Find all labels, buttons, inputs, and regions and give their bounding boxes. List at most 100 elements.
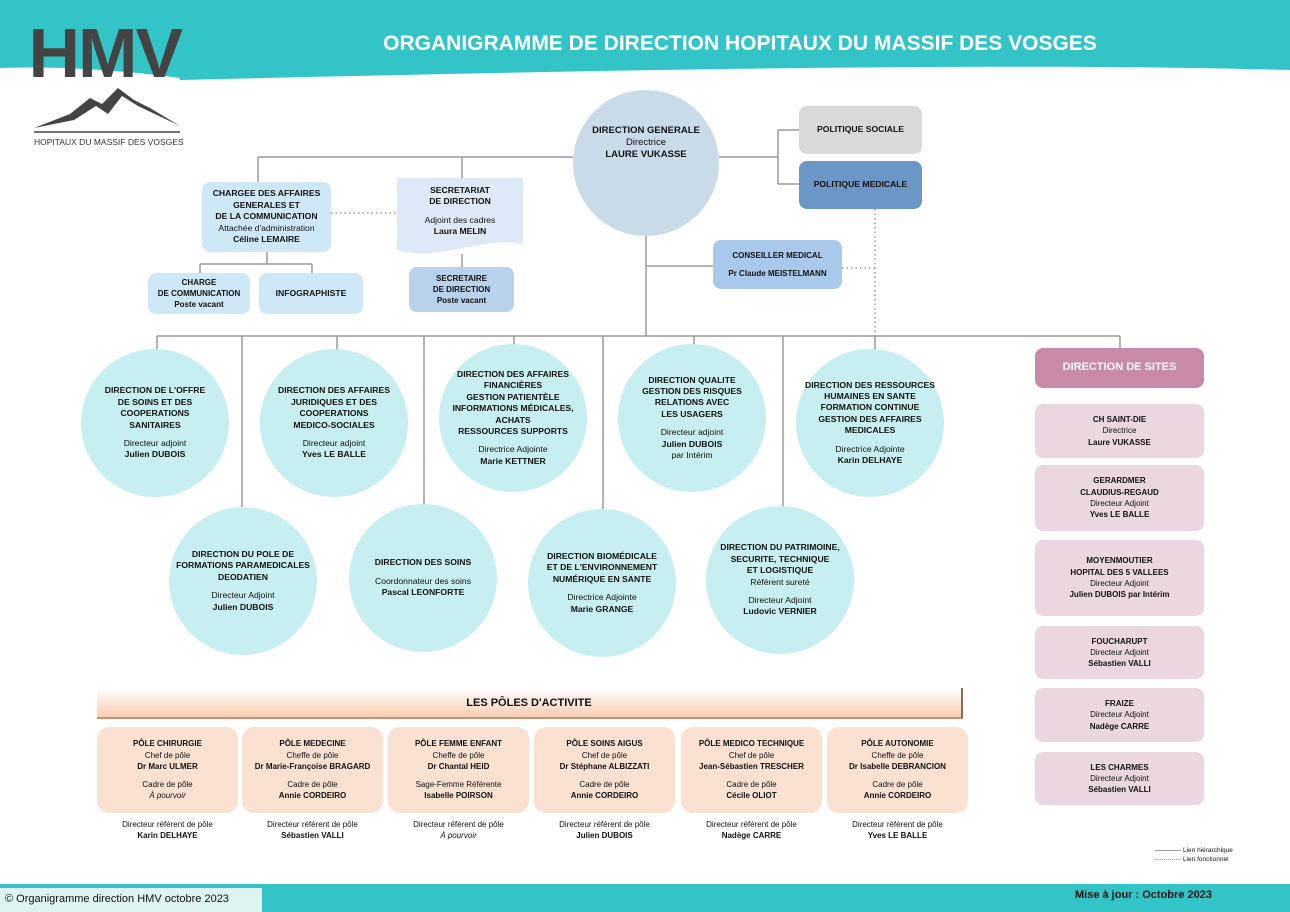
- node-text: Directeur Adjoint: [1090, 710, 1149, 720]
- node-text: CHARGE: [181, 278, 217, 287]
- politique-sociale: POLITIQUE SOCIALE: [799, 106, 922, 154]
- node-text: MEDICO-SOCIALES: [293, 419, 375, 430]
- node-text: DIRECTION DES RESSOURCES: [805, 379, 935, 390]
- node-text: GESTION DES RISQUES: [642, 385, 742, 396]
- node-text: SECURITE, TECHNIQUE: [730, 553, 830, 564]
- node-text: Julien DUBOIS: [124, 449, 186, 460]
- node-text: Cheffe de pôle: [432, 750, 485, 760]
- node-text: Directeur adjoint: [302, 437, 366, 448]
- node-text: Nadège CARRE: [1089, 721, 1150, 731]
- node-text: Julien DUBOIS: [661, 438, 723, 449]
- poles-banner: LES PÔLES D'ACTIVITE: [97, 688, 963, 719]
- node-text: Laure VUKASSE: [1088, 437, 1151, 447]
- node-text: Isabelle POIRSON: [424, 791, 493, 801]
- node-text: Julien DUBOIS: [576, 831, 633, 840]
- node-text: LES CHARMES: [1090, 762, 1149, 772]
- node-text: DIRECTION DES AFFAIRES: [278, 385, 390, 396]
- node-text: Yves LE BALLE: [867, 831, 928, 840]
- node-text: Directrice Adjointe: [835, 443, 905, 454]
- node-text: Cadre de pôle: [872, 780, 923, 790]
- node-text: FORMATIONS PARAMEDICALES: [176, 560, 310, 571]
- node-text: Cadre de pôle: [287, 780, 338, 790]
- node-text: Chef de pôle: [581, 750, 628, 760]
- node-text: COOPERATIONS: [299, 408, 369, 419]
- node-text: GESTION DES AFFAIRES: [818, 413, 922, 424]
- node-text: DE DIRECTION: [429, 196, 491, 207]
- node-text: Directeur adjoint: [123, 437, 187, 448]
- node-text: Sébastien VALLI: [1088, 659, 1151, 669]
- node-text: PÔLE MEDICO TECHNIQUE: [698, 739, 805, 749]
- node-text: FOUCHARUPT: [1091, 636, 1148, 646]
- node-text: Cécile OLIOT: [726, 791, 777, 801]
- node-text: JURIDIQUES ET DES: [291, 396, 377, 407]
- node-text: DIRECTION DU PATRIMOINE,: [720, 542, 840, 553]
- node-text: Directeur Adjoint: [1090, 647, 1149, 657]
- node-text: Annie CORDEIRO: [863, 791, 932, 801]
- secretariat-shape: [397, 178, 523, 254]
- node-text: DIRECTION DES AFFAIRES: [457, 368, 569, 379]
- node-text: Directrice Adjointe: [567, 592, 637, 603]
- node-text: SECRETAIRE: [436, 274, 487, 283]
- node-text: Directeur référent de pôle: [852, 819, 943, 829]
- node-text: Julien DUBOIS par Intérim: [1069, 590, 1170, 600]
- infographiste: INFOGRAPHISTE: [259, 273, 363, 314]
- node-text: GENERALES ET: [233, 199, 300, 210]
- node-text: COOPERATIONS: [120, 408, 190, 419]
- node-text: ACHATS: [495, 414, 531, 425]
- sites-header: DIRECTION DE SITES: [1035, 348, 1204, 388]
- node-text: DE DIRECTION: [432, 285, 491, 294]
- node-text: Référent sureté: [750, 576, 810, 587]
- node-text: par Intérim: [671, 450, 713, 461]
- node-text: Chef de pôle: [144, 750, 191, 760]
- node-text: GERARDMER: [1093, 476, 1146, 486]
- node-text: À pourvoir: [440, 831, 477, 840]
- node-text: FINANCIÈRES: [483, 380, 543, 391]
- node-text: PÔLE SOINS AIGUS: [566, 739, 643, 749]
- node-text: Dr Stéphane ALBIZZATI: [559, 761, 650, 771]
- node-text: Attachée d'administration: [218, 222, 315, 233]
- node-text: PÔLE FEMME ENFANT: [414, 739, 503, 749]
- node-text: DE LA COMMUNICATION: [215, 211, 318, 222]
- node-text: SANITAIRES: [129, 419, 181, 430]
- node-text: DE SOINS ET DES: [117, 396, 193, 407]
- node-text: Directeur référent de pôle: [122, 819, 213, 829]
- node-text: Nadège CARRE: [721, 831, 782, 840]
- node-text: HUMAINES EN SANTE: [824, 390, 916, 401]
- logo: HMV: [28, 14, 184, 92]
- node-text: Adjoint des cadres: [424, 214, 496, 225]
- node-text: Ludovic VERNIER: [743, 606, 817, 617]
- node-text: MOYENMOUTIER: [1086, 556, 1153, 566]
- node-text: Karin DELHAYE: [137, 831, 198, 840]
- node-text: Directeur référent de pôle: [706, 819, 797, 829]
- legend-hierarchical: Lien hiérarchique: [1183, 847, 1233, 854]
- node-text: DIRECTION DES SOINS: [374, 557, 472, 568]
- node-text: HOPITAL DES 5 VALLEES: [1070, 567, 1169, 577]
- node-text: Cadre de pôle: [579, 780, 630, 790]
- node-text: Dr Isabelle DEBRANCION: [849, 761, 946, 771]
- node-text: Marie GRANGE: [570, 603, 634, 614]
- mountain-logo-icon: [34, 88, 180, 133]
- node-text: Directrice: [625, 137, 667, 148]
- node-text: POLITIQUE MEDICALE: [813, 179, 908, 190]
- node-text: Directeur Adjoint: [1090, 579, 1149, 588]
- node-text: Pr Claude MEISTELMANN: [728, 269, 827, 278]
- legend-functional: Lien fonctionnel: [1183, 856, 1229, 863]
- node-text: Annie CORDEIRO: [570, 791, 639, 801]
- node-text: Cheffe de pôle: [286, 750, 339, 760]
